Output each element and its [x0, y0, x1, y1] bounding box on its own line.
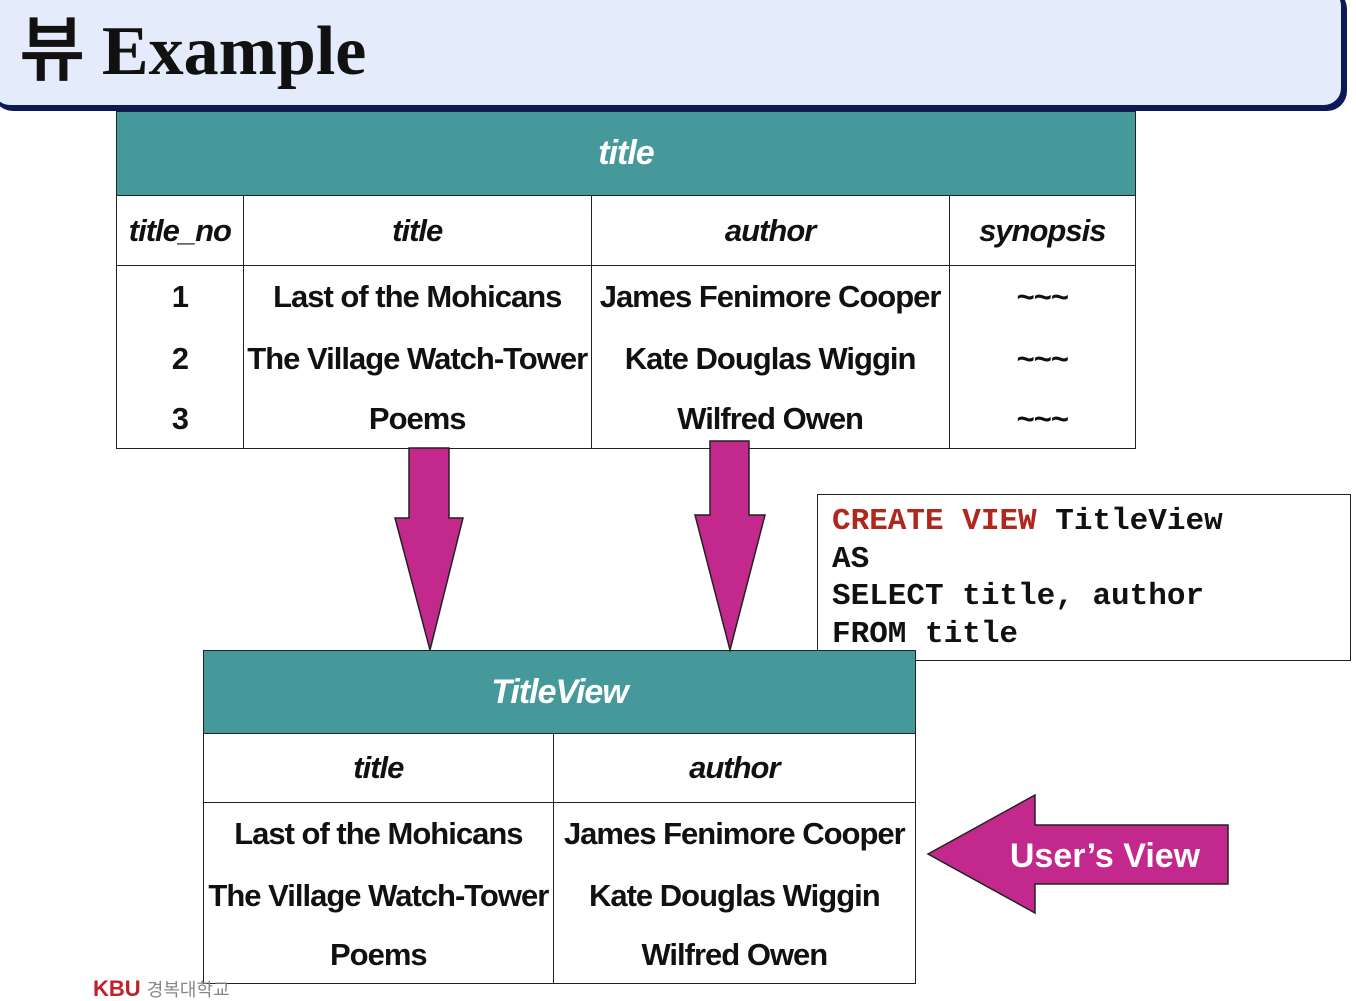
base-cell: The Village Watch-Tower [242, 327, 592, 391]
base-cell: Wilfred Owen [590, 390, 950, 449]
sql-line-1: CREATE VIEW TitleView [832, 503, 1350, 541]
base-cell: 3 [116, 390, 244, 449]
view-table: TitleView title author Last of the Mohic… [203, 650, 917, 984]
base-cell: 2 [116, 327, 244, 391]
logo-subtext: 경복대학교 [146, 980, 230, 1000]
table-row: 2 The Village Watch-Tower Kate Douglas W… [116, 327, 1137, 391]
university-logo: KBU 경복대학교 [93, 976, 230, 1001]
base-col-author: author [590, 195, 950, 266]
base-col-title: title [242, 195, 592, 266]
users-view-label: User’s View [1009, 837, 1201, 875]
view-cell: Kate Douglas Wiggin [552, 864, 917, 928]
down-arrow-author [694, 440, 766, 653]
slide-title: 뷰 Example [20, 13, 367, 90]
base-cell: Kate Douglas Wiggin [590, 327, 950, 391]
base-cell: Poems [242, 390, 592, 449]
table-row: Last of the Mohicans James Fenimore Coop… [203, 802, 917, 865]
sql-view-name: TitleView [1055, 504, 1223, 539]
table-row: The Village Watch-Tower Kate Douglas Wig… [203, 864, 917, 928]
sql-keyword-create: CREATE [832, 504, 944, 539]
view-cell: Last of the Mohicans [203, 802, 554, 865]
sql-line-2: AS [832, 541, 870, 577]
base-cell: ~~~ [948, 265, 1137, 328]
base-table: title title_no title author synopsis 1 L… [116, 111, 1137, 449]
slide-header [0, 0, 1344, 108]
view-cell: Poems [203, 927, 554, 984]
base-cell: ~~~ [948, 390, 1137, 449]
base-cell: ~~~ [948, 327, 1137, 391]
view-col-title: title [203, 733, 554, 803]
base-col-synopsis: synopsis [948, 195, 1137, 266]
down-arrow-title [394, 447, 464, 651]
base-col-title-no: title_no [116, 195, 244, 266]
view-col-author: author [552, 733, 917, 803]
base-cell: Last of the Mohicans [242, 265, 592, 328]
view-cell: James Fenimore Cooper [552, 802, 917, 865]
sql-line-3: SELECT title, author [832, 579, 1205, 614]
view-cell: The Village Watch-Tower [203, 864, 554, 928]
view-cell: Wilfred Owen [552, 927, 917, 984]
table-row: 1 Last of the Mohicans James Fenimore Co… [116, 265, 1137, 328]
base-cell: James Fenimore Cooper [590, 265, 950, 328]
view-table-caption: TitleView [203, 650, 916, 734]
logo-text: KBU [93, 976, 141, 1001]
table-row: Poems Wilfred Owen [203, 927, 917, 984]
table-row: 3 Poems Wilfred Owen ~~~ [116, 390, 1137, 449]
users-view-arrow [926, 793, 1229, 915]
sql-code-box: CREATE VIEW TitleView AS SELECT title, a… [817, 494, 1351, 661]
sql-line-4: FROM title [832, 616, 1019, 652]
sql-keyword-view: VIEW [962, 504, 1037, 539]
